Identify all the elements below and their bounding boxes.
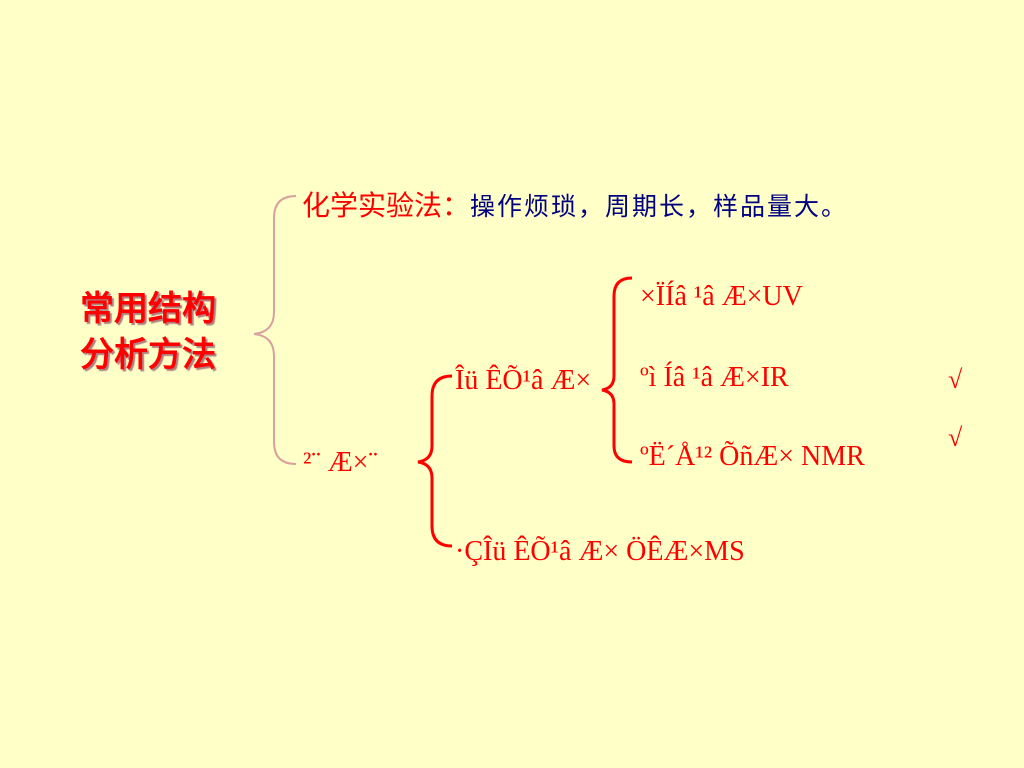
check-mark-nmr: √ [948, 423, 963, 452]
main-title-line2: 分析方法 [80, 335, 216, 375]
outer-brace [253, 195, 297, 465]
chemical-method-label: 化学实验法： [302, 189, 471, 222]
main-title-line1: 常用结构 [80, 289, 216, 329]
chemical-method: 化学实验法：操作烦琐，周期长，样品量大。 [302, 184, 848, 224]
chemical-method-description: 操作烦琐，周期长，样品量大。 [470, 192, 849, 221]
spectroscopy-brace [601, 276, 633, 464]
spectroscopy-label: Îü ÊÕ¹â Æ× [455, 365, 592, 396]
uv-item: ×ÏÍâ ¹â Æ×UV [640, 281, 803, 312]
ms-item: ·ÇÎü ÊÕ¹â Æ× ÖÊÆ×MS [455, 536, 745, 567]
nmr-item: ºË´Å¹² ÕñÆ× NMR [640, 441, 865, 472]
ir-item: ºì Íâ ¹â Æ×IR [640, 362, 789, 393]
instrumental-method-label: ²¨ Æ×¨ [303, 447, 378, 478]
main-title: 常用结构 分析方法 [80, 286, 250, 378]
check-mark-ir: √ [948, 365, 963, 394]
instrumental-brace [417, 374, 453, 548]
